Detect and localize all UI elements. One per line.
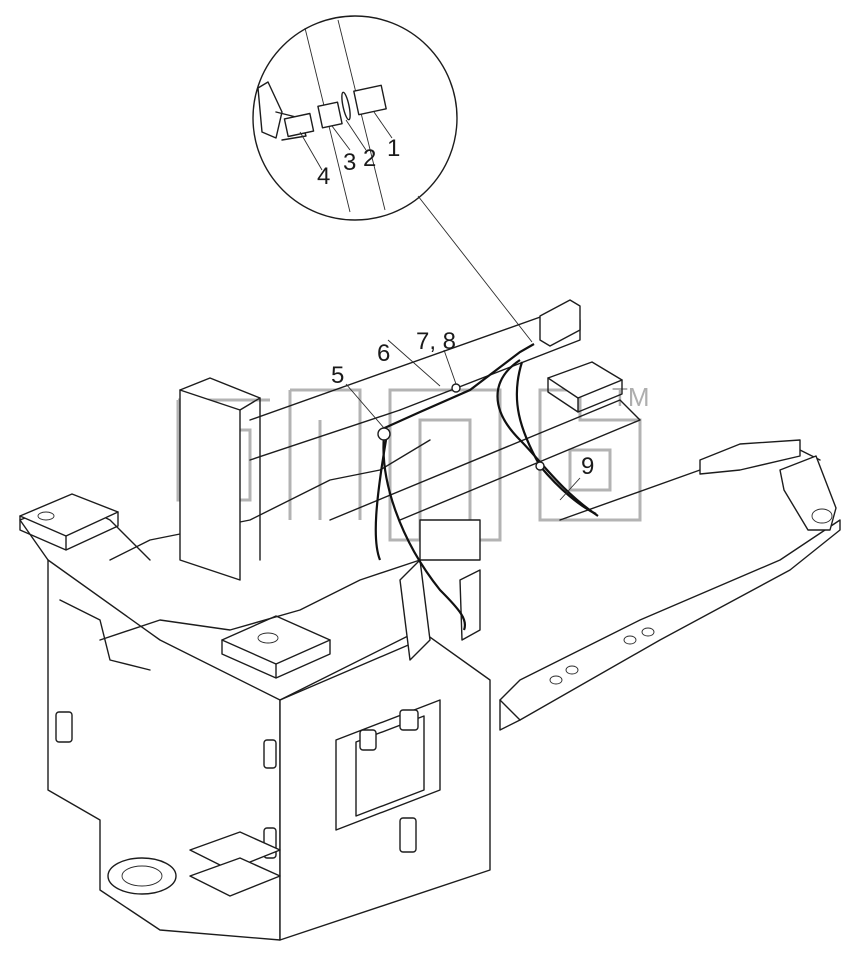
machine-frame (19, 299, 841, 941)
callout-9: 9 (581, 453, 594, 480)
callout-2: 2 (363, 145, 376, 172)
callout-3: 3 (343, 149, 356, 176)
callout-5: 5 (331, 362, 344, 389)
clamp-9 (535, 461, 545, 471)
trademark-label: TM (612, 382, 650, 412)
callout-labels: 1 2 3 4 5 6 7, 8 9 (317, 135, 594, 480)
watermark-logo: TM (176, 382, 650, 542)
clamp-78 (451, 383, 461, 393)
detail-view (252, 15, 533, 343)
clamp-5 (377, 427, 391, 441)
part-2-shape (341, 91, 351, 121)
part-1-shape (353, 84, 387, 116)
callout-7-8: 7, 8 (416, 328, 456, 355)
callout-1: 1 (387, 135, 400, 162)
cable-harness (345, 339, 599, 631)
callout-6: 6 (377, 340, 390, 367)
part-4-shape (283, 112, 315, 138)
callout-4: 4 (317, 163, 330, 190)
part-3-shape (317, 101, 343, 129)
